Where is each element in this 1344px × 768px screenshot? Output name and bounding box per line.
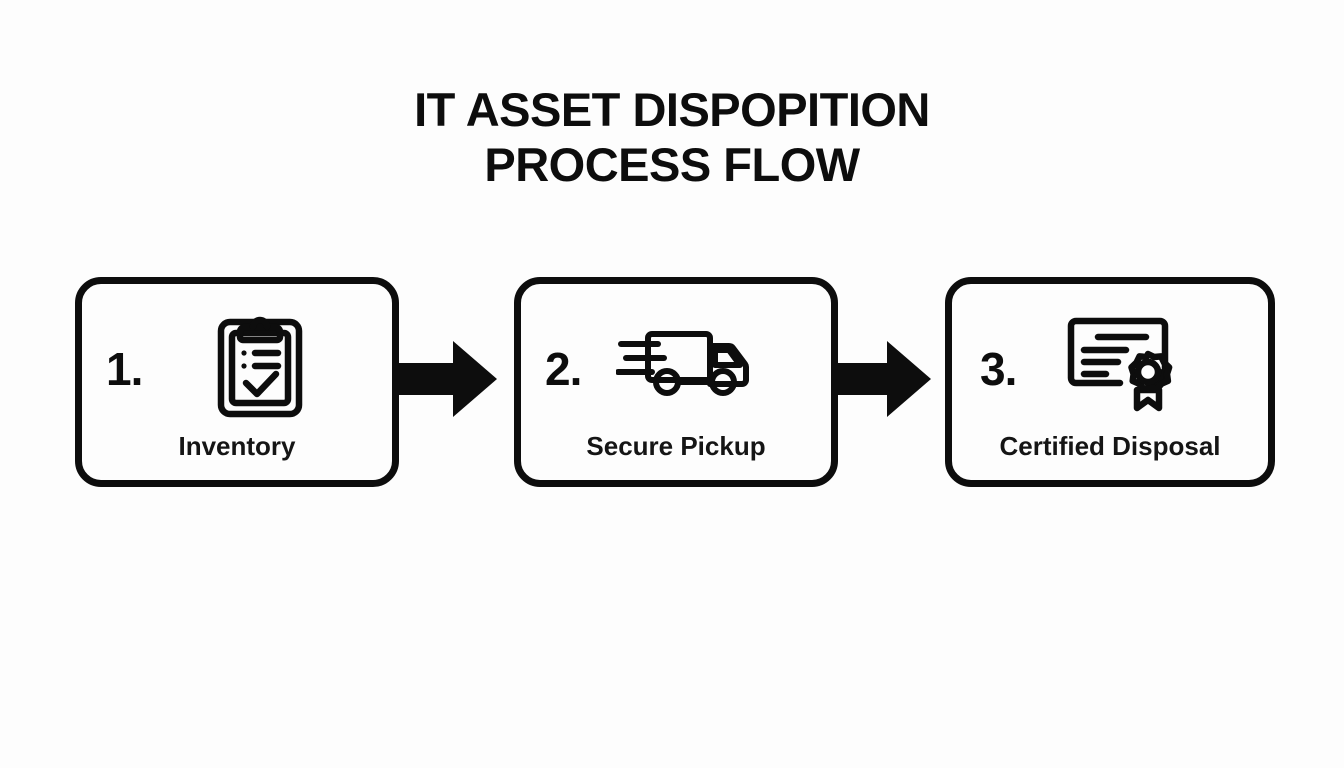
step-number-3: 3. [980, 343, 1017, 395]
page-title-line-1: IT ASSET DISPOPITION [414, 83, 930, 136]
step-label-3: Certified Disposal [999, 431, 1221, 461]
delivery-truck-icon [615, 322, 751, 407]
process-step-card-3[interactable]: 3. Certified Disposal [945, 277, 1275, 487]
arrow-step1-to-step2 [398, 335, 498, 423]
arrow-step2-to-step3 [832, 335, 932, 423]
clipboard-checklist-icon [212, 310, 308, 425]
process-step-card-2[interactable]: 2. Secure Pickup [514, 277, 838, 487]
step-label-1: Inventory [178, 431, 296, 461]
step-label-2: Secure Pickup [586, 431, 766, 461]
page-title: IT ASSET DISPOPITION PROCESS FLOW [0, 82, 1344, 192]
process-step-card-1[interactable]: 1. Inventory [75, 277, 399, 487]
certificate-seal-icon [1062, 312, 1182, 422]
step-number-1: 1. [106, 343, 143, 395]
step-number-2: 2. [545, 343, 582, 395]
page-title-line-2: PROCESS FLOW [484, 138, 860, 191]
process-flow-row: 1. Inventory 2. [0, 277, 1344, 493]
